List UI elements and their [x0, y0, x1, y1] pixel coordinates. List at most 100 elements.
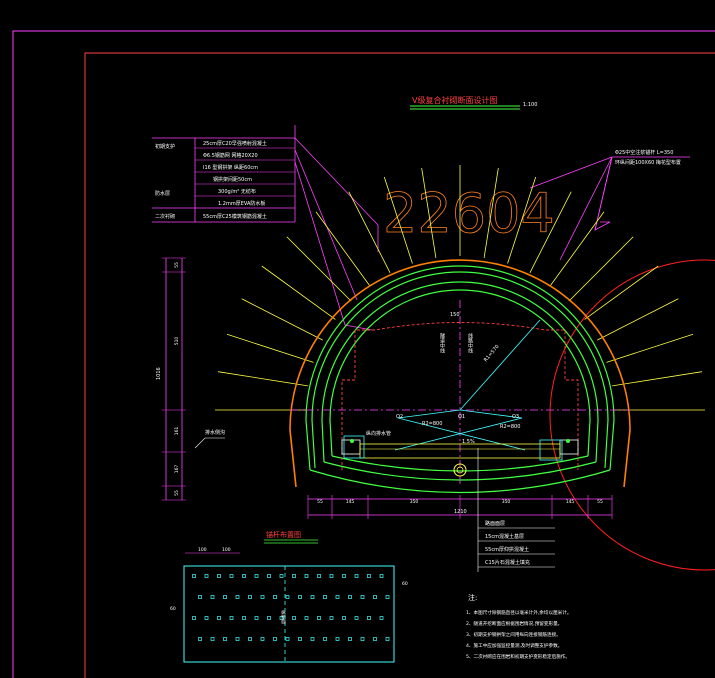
plan-bolt [254, 574, 259, 578]
table-text-0: 25cm厚C20早强喷射混凝土 [203, 140, 267, 147]
table-text-1: Φ6.5钢筋网 网格20X20 [203, 152, 258, 159]
plan-bolt [279, 574, 284, 578]
plan-outline [183, 565, 395, 663]
plan-bolt [367, 574, 371, 578]
plan-bolt [323, 637, 327, 641]
anchor-bolt [217, 371, 308, 387]
label-o2: O2 [396, 414, 403, 420]
anchor-bolt [226, 333, 314, 363]
plan-bolt [285, 637, 290, 641]
plan-bolt [335, 595, 340, 599]
label-r2-right: R2=800 [500, 424, 520, 430]
anchor-bolt [383, 176, 413, 264]
bolt-note: Φ25中空注浆锚杆 L=350 环纵间距100X60 梅花型布置 [529, 149, 690, 261]
anchor-bolt [584, 265, 659, 320]
plan-bolt [354, 574, 359, 578]
inner-frame [84, 52, 715, 678]
plan-bolt [373, 637, 377, 641]
left-ditch-label: 排水侧沟 [205, 429, 225, 436]
invert-notes: 路面面层 15cm混凝土基层 55cm厚仰拱混凝土 C15片石混凝土填充 [477, 448, 555, 572]
plan-bolt [210, 637, 215, 641]
anchor-bolt [529, 191, 572, 273]
plan-bolt [204, 574, 209, 578]
table-text-5: 1.2mm厚EVA防水板 [218, 200, 265, 207]
title-scale: 1:100 [523, 102, 537, 108]
label-radius: R1=570 [483, 344, 501, 363]
anchor-bolt [612, 371, 703, 387]
plan-bolt [235, 637, 240, 641]
plan-bolt [217, 616, 221, 620]
notes-heading: 注: [468, 593, 477, 602]
table-label-0: 初期支护 [155, 143, 175, 150]
plan-bolt [217, 574, 221, 578]
plan-bolt [385, 595, 390, 599]
bottom-dim-value: 55 [597, 499, 603, 505]
label-drain-pipe: 纵向排水管 [366, 430, 391, 437]
plan-bolt [248, 595, 252, 599]
plan-bolt-grid [192, 574, 390, 641]
plan-bolt [223, 637, 227, 641]
anchor-bolts [215, 165, 705, 411]
table-text-2: I16 型钢拱架 纵距60cm [203, 164, 258, 171]
left-dim-value: 161 [174, 427, 180, 436]
plan-bolt [323, 595, 327, 599]
center-drain-pipe [453, 463, 467, 477]
plan-bolt [223, 595, 227, 599]
table-label-4: 防水层 [155, 190, 170, 197]
left-dim-value: 55 [174, 262, 180, 268]
plan-bolt [267, 574, 271, 578]
plan-bolt [210, 595, 215, 599]
plan-bolt [329, 574, 334, 578]
plan-bolt [317, 574, 321, 578]
plan-bolt [279, 616, 284, 620]
anchor-bolt [315, 211, 370, 286]
invert-note-3: C15片石混凝土填充 [485, 559, 530, 566]
plan-bolt [373, 595, 377, 599]
plan-title: 锚杆布置图 [266, 530, 301, 539]
note-4: 5、二次衬砌应在围岩和初期支护变形稳定后施作。 [466, 653, 570, 660]
plan-bolt [242, 616, 246, 620]
plan-bolt [248, 637, 252, 641]
invert-details [341, 435, 579, 477]
bottom-dim-value: 350 [502, 499, 511, 505]
clearance-outline [341, 322, 579, 470]
support-table: 初期支护 25cm厚C20早强喷射混凝土 Φ6.5钢筋网 网格20X20 I16… [152, 125, 296, 223]
plan-bolt [342, 574, 346, 578]
plan-bolt [379, 616, 384, 620]
invert-note-0: 路面面层 [485, 520, 505, 527]
label-center-h: 150 [450, 312, 460, 318]
plan-bolt [360, 637, 365, 641]
plan-bolt [360, 595, 365, 599]
note-0: 1、本图尺寸除钢筋直径以毫米计外,余均以厘米计。 [466, 609, 571, 616]
plan-bolt [335, 637, 340, 641]
plan-bolt [198, 637, 202, 641]
plan-dim-top-1: 100 [222, 547, 231, 553]
plan-bolt [292, 616, 296, 620]
plan-dim-left: 60 [170, 606, 176, 612]
anchor-bolt [597, 298, 679, 341]
table-leaders [294, 137, 379, 331]
left-total-dim: 1016 [156, 367, 162, 380]
plan-bolt [273, 595, 277, 599]
label-axis-v2: 线路中线 [467, 332, 473, 353]
anchor-bolt [606, 333, 694, 363]
label-o3: O3 [512, 414, 519, 420]
anchor-bolt [550, 211, 605, 286]
plan-bolt [198, 595, 202, 599]
table-text-4: 300g/m² 无纺布 [218, 188, 256, 195]
plan-bolt [367, 616, 371, 620]
plan-bolt [298, 637, 302, 641]
plan-bolt [310, 595, 315, 599]
note-3: 4、施工中应加强监控量测,及时调整支护参数。 [466, 642, 562, 649]
bottom-total-dim: 1210 [454, 509, 467, 515]
label-axis-v1: 隧道中线 [439, 332, 445, 353]
plan-bolt [260, 595, 265, 599]
bolt-note-line1: Φ25中空注浆锚杆 L=350 [615, 149, 673, 156]
plan-bolt [348, 595, 352, 599]
plan-bolt [285, 595, 290, 599]
plan-bolt [304, 574, 309, 578]
plan-bolt [385, 637, 390, 641]
anchor-bolt [348, 191, 391, 273]
